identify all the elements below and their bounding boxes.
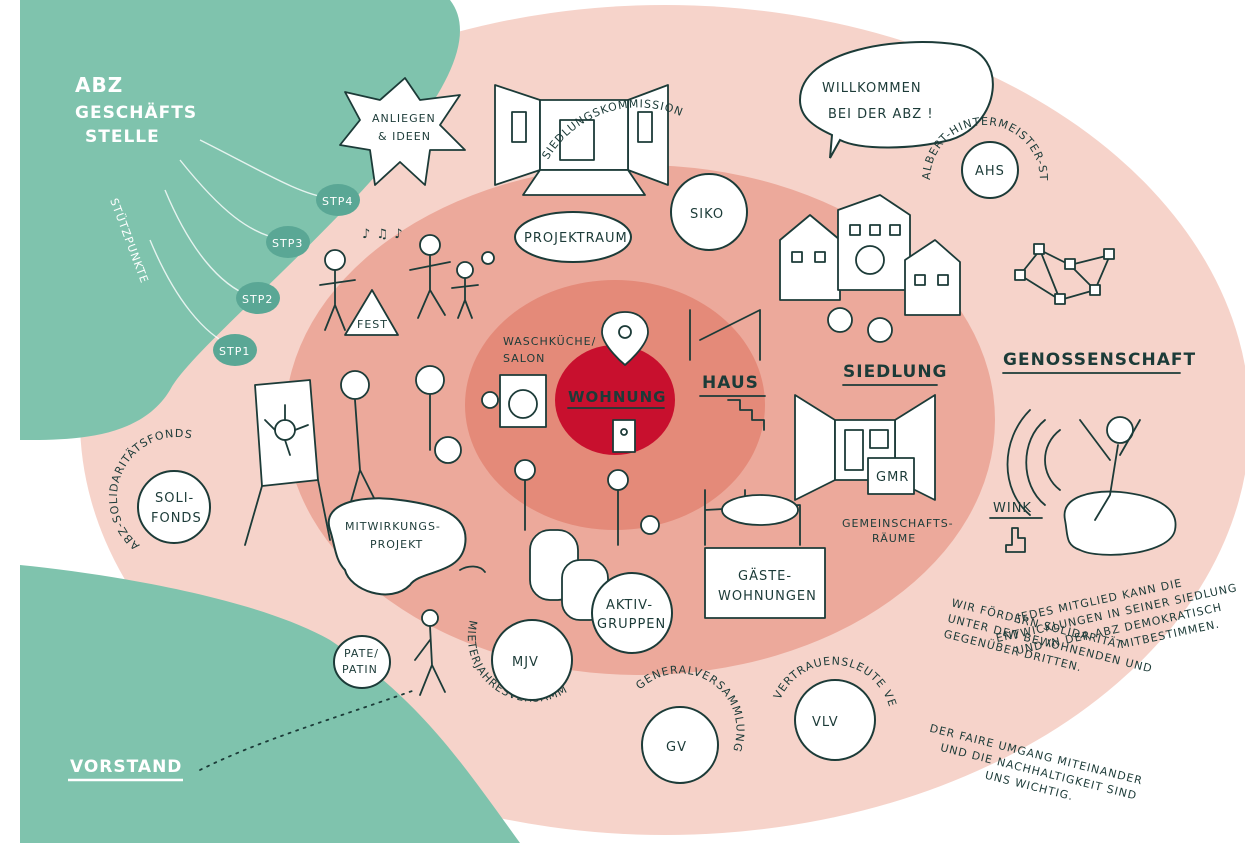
- ring-wohnung-label: WOHNUNG: [568, 388, 666, 406]
- svg-text:STP4: STP4: [322, 195, 353, 208]
- stp4-badge[interactable]: STP4: [316, 184, 360, 216]
- wohnung-core: WOHNUNG: [567, 311, 666, 453]
- vorstand-label: VORSTAND: [70, 757, 182, 777]
- green-board-area: [20, 565, 520, 843]
- waschkueche: WASCHKÜCHE/ SALON: [481, 335, 596, 428]
- haus-label-group: HAUS: [689, 309, 766, 431]
- svg-text:PROJEKT: PROJEKT: [370, 538, 423, 551]
- gaestewohnungen: GÄSTE- WOHNUNGEN: [704, 489, 826, 619]
- svg-text:GEMEINSCHAFTS-: GEMEINSCHAFTS-: [842, 517, 954, 530]
- svg-text:SOLI-: SOLI-: [155, 491, 194, 506]
- wink-label: WINK: [993, 501, 1032, 516]
- gmr-room: GMR GEMEINSCHAFTS- RÄUME: [794, 394, 954, 545]
- pate-vorstand: PATE/ PATIN VORSTAND: [68, 609, 446, 782]
- stp2-badge[interactable]: STP2: [236, 282, 280, 314]
- stp1-badge[interactable]: STP1: [213, 334, 257, 366]
- office-line1: ABZ: [75, 73, 123, 97]
- aktivgruppen-scene: AKTIV- GRUPPEN: [514, 459, 673, 654]
- svg-text:GRUPPEN: GRUPPEN: [597, 617, 666, 632]
- svg-text:MITWIRKUNGS-: MITWIRKUNGS-: [345, 520, 441, 533]
- projektraum-bubble: [514, 211, 632, 263]
- office-line2: GESCHÄFTS: [75, 101, 197, 123]
- svg-text:WASCHKÜCHE/: WASCHKÜCHE/: [503, 335, 596, 348]
- svg-text:FEST: FEST: [357, 318, 388, 331]
- network-graphic: [1014, 243, 1115, 305]
- svg-text:& IDEEN: & IDEEN: [378, 130, 431, 143]
- fest-scene: ♪ ♫ ♪ FEST: [319, 227, 495, 336]
- welcome-line2: BEI DER ABZ !: [828, 107, 934, 122]
- ring-genossenschaft-label: GENOSSENSCHAFT: [1003, 350, 1196, 370]
- svg-text:AKTIV-: AKTIV-: [606, 598, 653, 613]
- svg-text:GV: GV: [666, 740, 687, 755]
- genossenschaft-label-group: GENOSSENSCHAFT: [1002, 350, 1196, 374]
- svg-text:STP2: STP2: [242, 293, 273, 306]
- speech-bubble-icon: [798, 41, 994, 159]
- svg-text:VLV: VLV: [812, 715, 839, 730]
- svg-text:WOHNUNGEN: WOHNUNGEN: [718, 589, 817, 604]
- projektraum-label: PROJEKTRAUM: [524, 231, 628, 246]
- aktivgruppen-bubble: [591, 572, 673, 654]
- core-wohnung: [555, 345, 675, 455]
- svg-text:STP3: STP3: [272, 237, 303, 250]
- star-burst-icon: [339, 77, 466, 186]
- mitwirkung-bubble: [327, 497, 467, 596]
- svg-text:STP1: STP1: [219, 345, 250, 358]
- svg-text:SIKO: SIKO: [690, 207, 724, 222]
- svg-text:PATIN: PATIN: [342, 663, 378, 676]
- office-line3: STELLE: [85, 127, 160, 147]
- svg-text:ANLIEGEN: ANLIEGEN: [372, 112, 436, 125]
- svg-text:RÄUME: RÄUME: [872, 532, 916, 545]
- welcome-line1: WILLKOMMEN: [822, 81, 922, 96]
- green-office-area: [20, 0, 460, 440]
- cursor-hand-icon: [1005, 527, 1026, 553]
- siedlung-houses: [779, 194, 961, 343]
- ring-siedlung-label: SIEDLUNG: [843, 362, 948, 382]
- stp3-badge[interactable]: STP3: [266, 226, 310, 258]
- svg-text:GMR: GMR: [876, 470, 909, 485]
- ring-haus-label: HAUS: [702, 373, 759, 393]
- svg-text:FONDS: FONDS: [151, 511, 202, 526]
- fest-flag: [344, 289, 399, 336]
- projektraum-room: PROJEKTRAUM: [494, 84, 669, 263]
- door-key-icon: [612, 419, 636, 453]
- svg-text:PATE/: PATE/: [344, 647, 379, 660]
- music-notes-icon: ♪ ♫ ♪: [362, 227, 404, 242]
- svg-text:SALON: SALON: [503, 352, 545, 365]
- anliegen-star: ANLIEGEN & IDEEN: [339, 77, 466, 186]
- svg-text:MJV: MJV: [512, 655, 539, 670]
- wink-scene: WINK: [989, 409, 1177, 556]
- siedlung-label-group: SIEDLUNG: [842, 362, 948, 386]
- mitwirkung-scene: MITWIRKUNGS- PROJEKT: [244, 365, 486, 596]
- svg-text:GÄSTE-: GÄSTE-: [738, 568, 792, 584]
- welcome-speech-bubble: WILLKOMMEN BEI DER ABZ !: [798, 41, 994, 159]
- svg-text:AHS: AHS: [975, 164, 1005, 179]
- washing-machine-icon: [499, 374, 547, 428]
- gaeste-card: [704, 547, 826, 619]
